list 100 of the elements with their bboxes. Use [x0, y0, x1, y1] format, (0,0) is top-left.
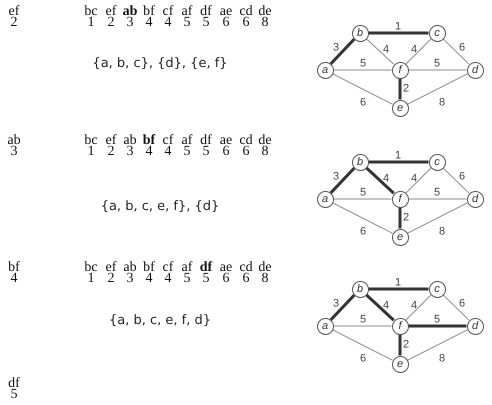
weighted-edge: [333, 198, 392, 200]
table-edge-name: bc: [84, 135, 98, 147]
table-edge-name: bc: [84, 6, 98, 18]
vertex-circle: f: [392, 318, 408, 334]
table-edge-weight: 2: [108, 273, 114, 285]
weighted-edge: [332, 73, 393, 105]
vertex-circle: b: [352, 24, 368, 42]
weighted-edge: [406, 294, 432, 320]
edge-weight-label: 8: [438, 226, 446, 238]
edge-weight-label: 4: [410, 174, 418, 184]
table-edge-name: ef: [106, 262, 116, 274]
table-edge-weight: 4: [164, 17, 172, 29]
component-sets: {a, b, c}, {d}, {e, f}: [92, 56, 228, 71]
edge-weight-label: 5: [434, 58, 440, 70]
table-edge-weight: 5: [202, 17, 210, 29]
table-edge-name: de: [258, 135, 272, 147]
table-edge-weight: 2: [108, 17, 114, 29]
edge-weight: 4: [10, 273, 18, 285]
table-edge-weight: 3: [126, 17, 134, 29]
component-sets: {a, b, c, e, f, d}: [108, 313, 212, 328]
table-edge-weight: 1: [88, 273, 94, 285]
vertex-circle: c: [428, 280, 446, 298]
table-edge-name: de: [258, 6, 272, 18]
vertex-circle: a: [316, 62, 334, 78]
vertex-circle: e: [392, 356, 408, 372]
table-edge-weight: 4: [164, 273, 172, 285]
weighted-edge: [332, 329, 393, 361]
table-edge-weight: 4: [146, 17, 152, 29]
weighted-edge: [398, 334, 402, 356]
edge-name: df: [8, 378, 20, 390]
edge-weight-label: 2: [402, 212, 410, 224]
edge-weight-label: 6: [458, 172, 466, 182]
vertex-circle: f: [392, 190, 408, 208]
table-edge-weight: 3: [126, 146, 134, 158]
edge-weight: 3: [10, 146, 18, 158]
table-edge-weight: 8: [262, 17, 268, 29]
weighted-edge: [407, 73, 468, 105]
table-edge-name: bf: [143, 6, 155, 18]
weighted-edge: [330, 167, 356, 194]
table-edge-name: bc: [84, 262, 98, 274]
edge-weight-label: 2: [402, 84, 410, 94]
table-edge-weight: 4: [164, 146, 172, 158]
weighted-edge: [332, 202, 393, 234]
edge-name: ef: [8, 6, 20, 18]
vertex-circle: d: [466, 190, 484, 208]
weighted-edge: [398, 208, 402, 228]
table-edge-weight: 5: [184, 17, 190, 29]
vertex-circle: a: [316, 190, 334, 208]
edge-weight-label: 4: [382, 44, 390, 56]
vertex-circle: b: [352, 154, 368, 170]
edge-weight-label: 6: [458, 42, 466, 54]
table-edge-weight: 5: [184, 146, 190, 158]
edge-weight-label: 1: [394, 22, 402, 32]
edge-weight-label: 5: [360, 314, 366, 326]
edge-weight-label: 8: [438, 354, 446, 364]
edge-weight-label: 4: [410, 44, 418, 56]
edge-weight: 5: [10, 389, 18, 401]
table-edge-name: ef: [106, 6, 116, 18]
weighted-edge: [365, 294, 395, 322]
table-edge-name: df: [200, 262, 212, 274]
edge-weight-label: 5: [360, 188, 366, 198]
table-edge-name: cf: [162, 6, 174, 18]
edge-weight-label: 2: [402, 340, 410, 350]
table-edge-weight: 4: [146, 273, 152, 285]
table-edge-name: ab: [122, 6, 138, 18]
edge-weight-label: 4: [382, 174, 390, 184]
edge-weight-label: 6: [360, 226, 366, 238]
weighted-edge: [407, 202, 468, 234]
vertex-circle: f: [392, 62, 408, 78]
table-edge-name: af: [182, 6, 192, 18]
weighted-edge: [442, 167, 470, 194]
weighted-edge: [408, 198, 467, 200]
weighted-edge: [368, 160, 428, 164]
table-edge-weight: 5: [184, 273, 190, 285]
table-edge-weight: 6: [222, 273, 230, 285]
weighted-edge: [407, 329, 468, 361]
table-edge-weight: 1: [88, 146, 94, 158]
edge-weight-label: 1: [394, 150, 402, 162]
table-edge-name: df: [200, 135, 212, 147]
weighted-edge: [408, 324, 466, 328]
table-edge-weight: 6: [222, 17, 230, 29]
vertex-circle: c: [428, 154, 446, 170]
table-edge-name: bf: [143, 262, 155, 274]
edge-weight-label: 3: [332, 42, 340, 54]
edge-name: bf: [8, 262, 20, 274]
weighted-edge: [330, 294, 356, 321]
table-edge-weight: 1: [88, 17, 94, 29]
table-edge-name: cd: [239, 262, 253, 274]
table-edge-name: ae: [220, 262, 232, 274]
table-edge-name: ae: [220, 135, 232, 147]
table-edge-name: ab: [123, 135, 137, 147]
table-edge-name: cf: [162, 262, 174, 274]
edge-weight-label: 6: [360, 354, 366, 364]
table-edge-name: af: [182, 135, 192, 147]
table-edge-name: ae: [220, 6, 232, 18]
edge-weight-label: 6: [360, 98, 366, 108]
table-edge-name: ab: [123, 262, 137, 274]
edge-weight-label: 4: [410, 300, 418, 312]
edge-weight-label: 5: [360, 58, 366, 70]
table-edge-weight: 5: [202, 273, 210, 285]
